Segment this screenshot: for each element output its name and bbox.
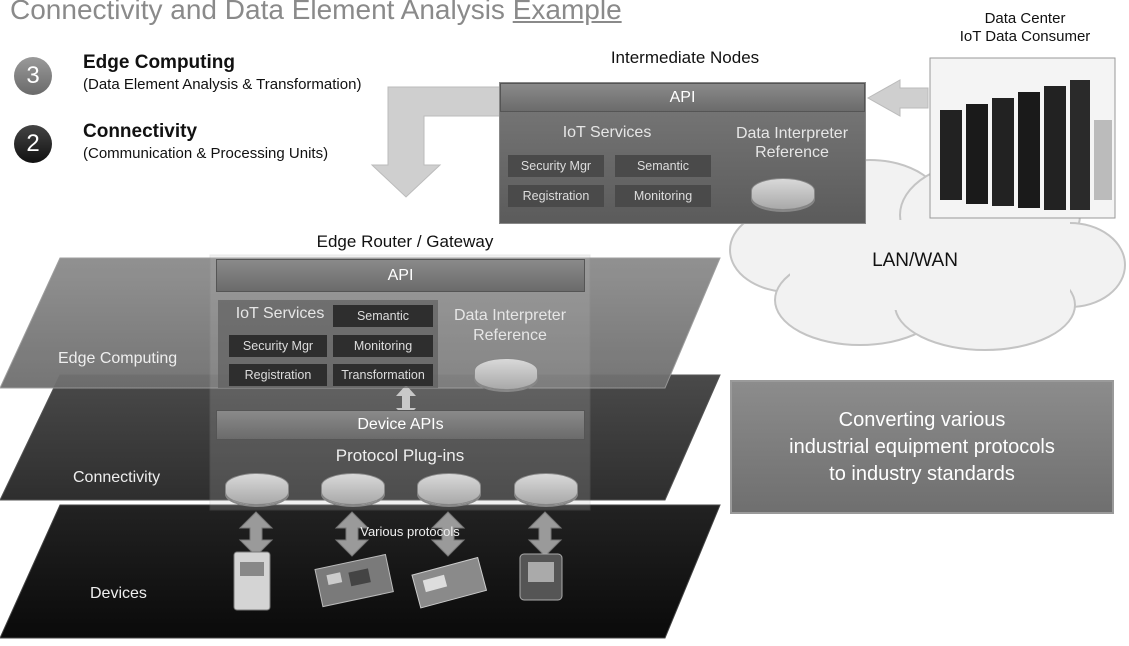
legend-heading-edge-computing: Edge Computing bbox=[83, 52, 235, 73]
device-module bbox=[519, 553, 563, 601]
gateway-services-title: IoT Services bbox=[235, 305, 325, 322]
conversion-note: Converting various industrial equipment … bbox=[730, 380, 1114, 514]
plugin-icon-3 bbox=[417, 473, 481, 505]
device-meter bbox=[233, 551, 271, 611]
legend-number-2: 2 bbox=[14, 125, 52, 163]
intermediate-interpreter-line2: Reference bbox=[755, 144, 829, 161]
gateway-title: Edge Router / Gateway bbox=[316, 232, 494, 251]
legend-sub-edge-computing: (Data Element Analysis & Transformation) bbox=[83, 76, 362, 93]
gateway-interpreter-line1: Data Interpreter bbox=[453, 307, 567, 324]
intermediate-services-title: IoT Services bbox=[562, 124, 652, 141]
note-line3: to industry standards bbox=[829, 462, 1015, 485]
intermediate-api-bar: API bbox=[500, 83, 865, 112]
gateway-interpreter: Data Interpreter Reference bbox=[440, 306, 580, 346]
device-apis-bar: Device APIs bbox=[216, 410, 585, 440]
device-board-2 bbox=[411, 556, 488, 609]
datacenter-label: Data Center IoT Data Consumer bbox=[935, 10, 1115, 46]
various-protocols-label: Various protocols bbox=[360, 524, 460, 539]
datacenter-image bbox=[929, 57, 1116, 219]
legend-number-3: 3 bbox=[14, 57, 52, 95]
cloud-label: LAN/WAN bbox=[872, 250, 958, 271]
plugin-icon-1 bbox=[225, 473, 289, 505]
gateway-box-semantic: Semantic bbox=[333, 305, 433, 327]
note-line2: industrial equipment protocols bbox=[789, 435, 1055, 458]
intermediate-box-security-mgr: Security Mgr bbox=[508, 155, 604, 177]
gateway-interpreter-line2: Reference bbox=[473, 327, 547, 344]
legend-heading-connectivity: Connectivity bbox=[83, 121, 198, 142]
intermediate-box-registration: Registration bbox=[508, 185, 604, 207]
gateway-api-bar: API bbox=[216, 259, 585, 292]
device-arrows bbox=[238, 511, 563, 557]
intermediate-box-semantic: Semantic bbox=[615, 155, 711, 177]
datacenter-line2: IoT Data Consumer bbox=[959, 28, 1091, 45]
note-line1: Converting various bbox=[838, 408, 1006, 431]
title-suffix: Example bbox=[512, 0, 622, 25]
layer-label-edge-computing: Edge Computing bbox=[58, 350, 178, 367]
plugin-icon-2 bbox=[321, 473, 385, 505]
intermediate-title: Intermediate Nodes bbox=[610, 48, 760, 67]
plugin-icon-4 bbox=[514, 473, 578, 505]
device-board-1 bbox=[314, 553, 394, 608]
flow-arrow-down bbox=[370, 86, 501, 198]
intermediate-interpreter-line1: Data Interpreter bbox=[735, 125, 849, 142]
legend-sub-connectivity: (Communication & Processing Units) bbox=[83, 145, 329, 162]
gateway-box-registration: Registration bbox=[229, 364, 327, 386]
gateway-box-monitoring: Monitoring bbox=[333, 335, 433, 357]
gateway-database-icon bbox=[474, 358, 538, 390]
intermediate-database-icon bbox=[751, 178, 815, 210]
layer-label-devices: Devices bbox=[90, 585, 147, 602]
datacenter-line1: Data Center bbox=[984, 10, 1066, 27]
intermediate-box-monitoring: Monitoring bbox=[615, 185, 711, 207]
flow-arrow-left bbox=[866, 79, 929, 117]
gateway-box-transformation: Transformation bbox=[333, 364, 433, 386]
page-title: Connectivity and Data Element Analysis E… bbox=[10, 0, 622, 26]
protocol-plugins-label: Protocol Plug-ins bbox=[335, 446, 465, 465]
gateway-box-security-mgr: Security Mgr bbox=[229, 335, 327, 357]
intermediate-interpreter: Data Interpreter Reference bbox=[722, 124, 862, 162]
layer-label-connectivity: Connectivity bbox=[73, 469, 161, 486]
